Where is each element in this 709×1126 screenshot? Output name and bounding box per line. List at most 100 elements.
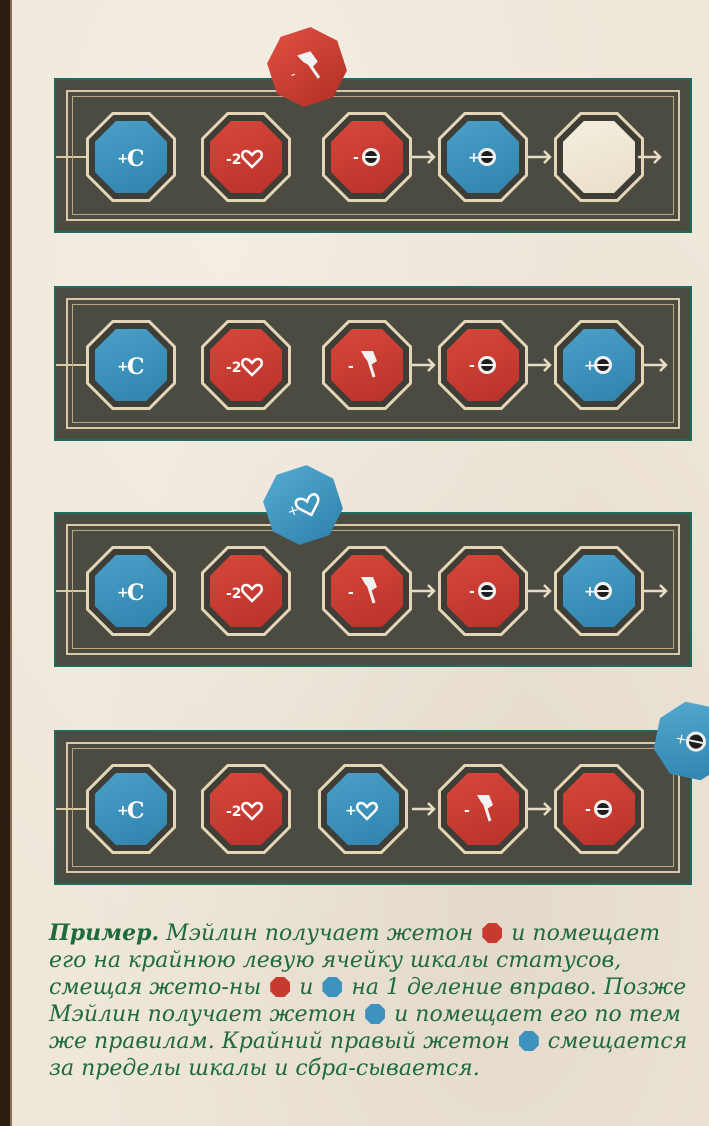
svg-text:-2: -2 — [226, 586, 242, 602]
minus-dot-token: - — [447, 329, 519, 401]
discarded-dot-inline-icon — [519, 1031, 539, 1051]
svg-text:-: - — [464, 803, 470, 819]
minus-dot-token: - — [447, 555, 519, 627]
svg-text:+: + — [285, 502, 301, 521]
svg-text:-: - — [469, 358, 475, 374]
track-start-line — [56, 808, 94, 810]
svg-text:-2: -2 — [226, 360, 242, 376]
svg-text:C: C — [127, 146, 145, 172]
minus-dot-icon: - — [459, 341, 507, 389]
track-slot — [554, 112, 644, 202]
svg-text:+: + — [468, 150, 480, 166]
minus-axe-token: - — [447, 773, 519, 845]
track-slot: -2 — [201, 764, 291, 854]
plus-dot-inline-icon — [322, 977, 342, 997]
svg-text:+: + — [117, 585, 129, 601]
arrow-right-icon — [412, 584, 438, 598]
track-slot: + C — [86, 112, 176, 202]
plus-dot-icon: + — [575, 341, 623, 389]
minus-2-heart-token: -2 — [210, 329, 282, 401]
status-track-4: + C -2 + — [54, 730, 692, 885]
plus-c-token: + C — [95, 555, 167, 627]
plus-c-token: + C — [95, 121, 167, 193]
arrow-right-icon — [528, 802, 554, 816]
minus-2-heart-icon: -2 — [222, 785, 270, 833]
status-track-3: + C -2 - — [54, 512, 692, 667]
arrow-right-icon — [638, 150, 664, 164]
track-slot: + — [438, 112, 528, 202]
svg-text:-: - — [348, 359, 354, 375]
status-track-1: + C -2 - — [54, 78, 692, 233]
svg-text:+: + — [117, 803, 129, 819]
track-slot: - — [322, 112, 412, 202]
plus-heart-token: + — [327, 773, 399, 845]
minus-2-heart-icon: -2 — [222, 567, 270, 615]
example-caption: Пример. Мэйлин получает жетон и помещает… — [49, 920, 689, 1082]
track-slot: - — [438, 546, 528, 636]
track-slot: - — [438, 320, 528, 410]
plus-c-icon: + C — [107, 133, 155, 181]
track-slot: + C — [86, 320, 176, 410]
svg-text:+: + — [674, 730, 689, 748]
caption-lead: Пример. — [49, 920, 159, 946]
track-start-line — [56, 590, 94, 592]
minus-dot-token: - — [331, 121, 403, 193]
plus-c-icon: + C — [107, 567, 155, 615]
track-slot: + C — [86, 764, 176, 854]
minus-dot-token: - — [563, 773, 635, 845]
track-slot: -2 — [201, 320, 291, 410]
track-slot: -2 — [201, 112, 291, 202]
caption-text-1: Мэйлин получает жетон — [159, 921, 480, 946]
minus-2-heart-icon: -2 — [222, 341, 270, 389]
empty-token — [563, 121, 635, 193]
track-slot: + — [554, 320, 644, 410]
svg-text:+: + — [117, 359, 129, 375]
track-start-line — [56, 156, 94, 158]
minus-dot-icon: - — [575, 785, 623, 833]
minus-axe-token: - — [331, 555, 403, 627]
arrow-right-icon — [644, 584, 670, 598]
axe-token-inline-icon — [482, 923, 502, 943]
svg-text:-2: -2 — [226, 804, 242, 820]
plus-dot-icon: + — [662, 710, 709, 772]
track-slot: - — [438, 764, 528, 854]
svg-text:-: - — [585, 802, 591, 818]
arrow-right-icon — [412, 802, 438, 816]
heart-token-inline-icon — [365, 1004, 385, 1024]
svg-text:-: - — [353, 150, 359, 166]
svg-text:C: C — [127, 580, 145, 606]
plus-dot-icon: + — [575, 567, 623, 615]
track-slot: - — [322, 320, 412, 410]
arrow-right-icon — [528, 150, 554, 164]
minus-dot-icon: - — [343, 133, 391, 181]
plus-dot-token: + — [563, 329, 635, 401]
minus-2-heart-icon: -2 — [222, 133, 270, 181]
axe-icon: - — [343, 567, 391, 615]
svg-text:+: + — [584, 358, 596, 374]
rulebook-page: + C -2 - — [10, 0, 709, 1126]
arrow-right-icon — [644, 358, 670, 372]
track-slot: - — [322, 546, 412, 636]
minus-2-heart-token: -2 — [210, 121, 282, 193]
svg-text:-: - — [469, 584, 475, 600]
plus-c-token: + C — [95, 773, 167, 845]
axe-icon: - — [459, 785, 507, 833]
svg-text:-: - — [348, 585, 354, 601]
track-slot: - — [554, 764, 644, 854]
plus-dot-token: + — [563, 555, 635, 627]
svg-text:C: C — [127, 354, 145, 380]
minus-2-heart-token: -2 — [210, 555, 282, 627]
track-start-line — [56, 364, 94, 366]
svg-text:C: C — [127, 798, 145, 824]
minus-axe-token: - — [331, 329, 403, 401]
plus-c-icon: + C — [107, 341, 155, 389]
caption-text-3: и — [292, 975, 320, 1000]
svg-text:+: + — [584, 584, 596, 600]
track-slot: + — [318, 764, 408, 854]
svg-text:+: + — [345, 803, 357, 819]
svg-text:+: + — [117, 151, 129, 167]
plus-heart-icon: + — [339, 785, 387, 833]
track-slot: -2 — [201, 546, 291, 636]
svg-text:-2: -2 — [226, 152, 242, 168]
status-track-2: + C -2 - — [54, 286, 692, 441]
